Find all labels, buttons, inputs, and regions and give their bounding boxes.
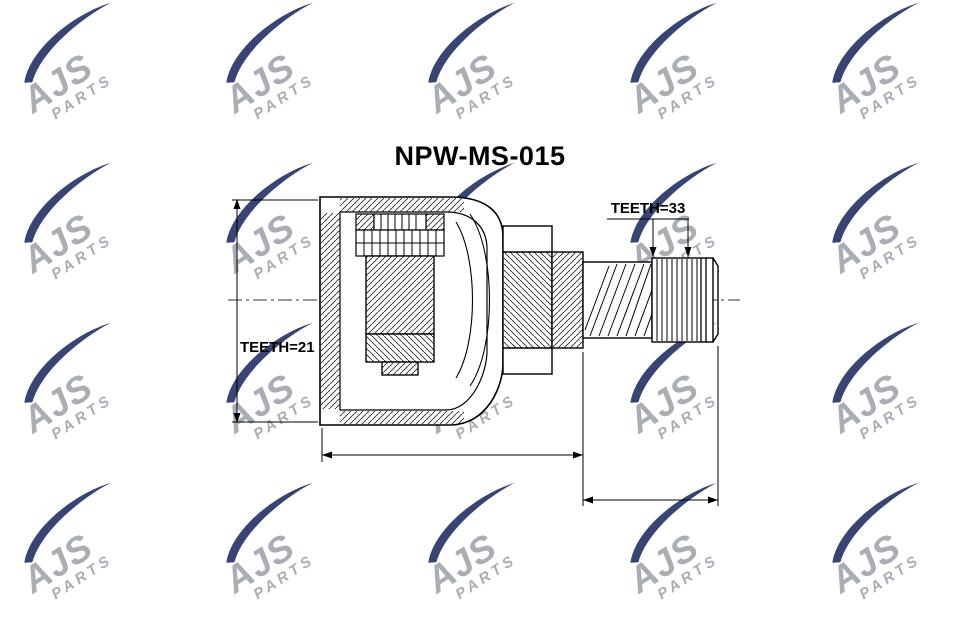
leader-teeth-outer [607,218,692,257]
dimension-bottom-2 [583,346,719,506]
part-number-title: NPW-MS-015 [394,141,566,171]
label-teeth-outer: TEETH=33 [610,200,686,217]
flange [502,225,553,375]
dimension-left [232,199,318,423]
spline-stub [651,257,719,343]
shaft [582,261,653,339]
dimension-bottom-1 [321,352,584,506]
shaft-collar [551,251,584,349]
inner-hub [355,213,445,376]
label-teeth-inner: TEETH=21 [240,339,315,356]
